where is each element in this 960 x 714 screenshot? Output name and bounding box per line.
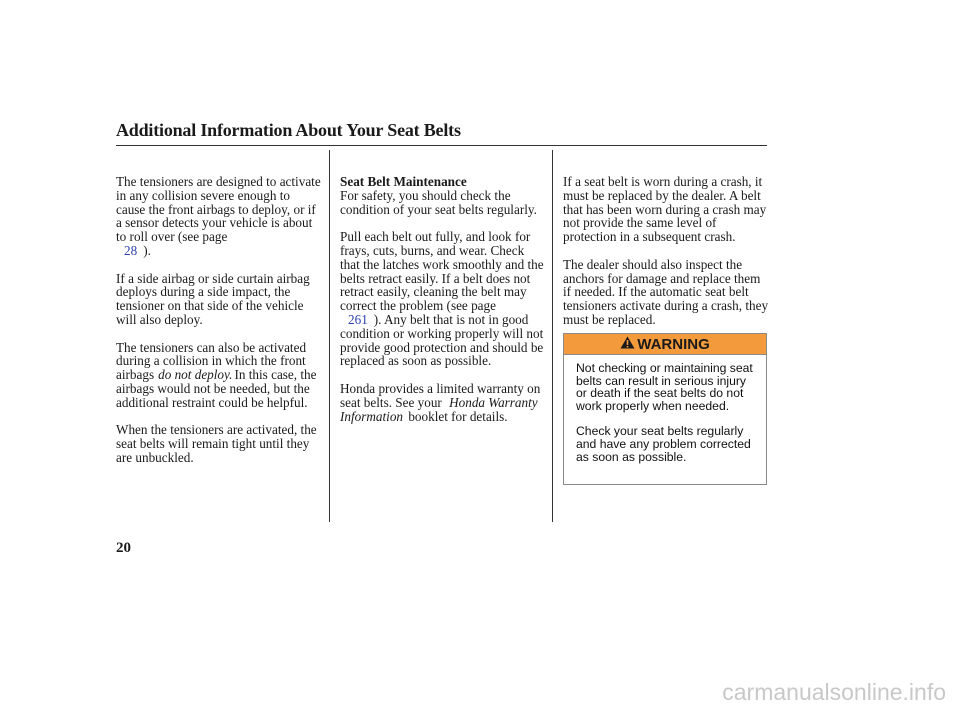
page-number: 20 <box>116 540 131 556</box>
emphasis-text: do not deploy. <box>158 367 233 383</box>
warning-paragraph-1: Not checking or maintaining seat belts c… <box>576 361 753 413</box>
page-ref-link-261[interactable]: 261 <box>348 311 368 327</box>
col3-paragraph-1: If a seat belt is worn during a crash, i… <box>563 174 767 245</box>
watermark: carmanualsonline.info <box>722 679 946 705</box>
title-rule <box>116 145 767 146</box>
section-heading: Seat Belt Maintenance <box>340 174 467 189</box>
warning-label: WARNING <box>637 335 710 353</box>
col1-paragraph-3: The tensioners can also be activated dur… <box>116 339 317 410</box>
col1-paragraph-2: If a side airbag or side curtain airbag … <box>116 270 310 327</box>
column-2: Seat Belt Maintenance For safety, you sh… <box>340 175 547 437</box>
warning-body: Not checking or maintaining seat belts c… <box>564 355 766 463</box>
warning-triangle-icon <box>620 336 635 353</box>
page-title: Additional Information About Your Seat B… <box>116 120 461 140</box>
warning-header: WARNING <box>564 334 766 355</box>
col1-paragraph-4: When the tensioners are activated, the s… <box>116 422 317 465</box>
warning-paragraph-2: Check your seat belts regularly and have… <box>576 424 751 464</box>
warning-box: WARNING Not checking or maintaining seat… <box>563 333 767 485</box>
column-3: If a seat belt is worn during a crash, i… <box>563 175 771 341</box>
column-divider-1 <box>329 150 330 522</box>
column-divider-2 <box>552 150 553 522</box>
col2-paragraph-2: Pull each belt out fully, and look for f… <box>340 229 544 369</box>
col2-paragraph-3: Honda provides a limited warranty on sea… <box>340 380 541 424</box>
col2-paragraph-1: For safety, you should check the conditi… <box>340 187 537 217</box>
col1-paragraph-1: The tensioners are designed to activate … <box>116 174 321 258</box>
emphasis-text: Honda Warranty Information <box>340 394 538 424</box>
column-1: The tensioners are designed to activate … <box>116 175 321 479</box>
page-ref-link-28[interactable]: 28 <box>124 242 138 258</box>
col3-paragraph-2: The dealer should also inspect the ancho… <box>563 256 769 327</box>
